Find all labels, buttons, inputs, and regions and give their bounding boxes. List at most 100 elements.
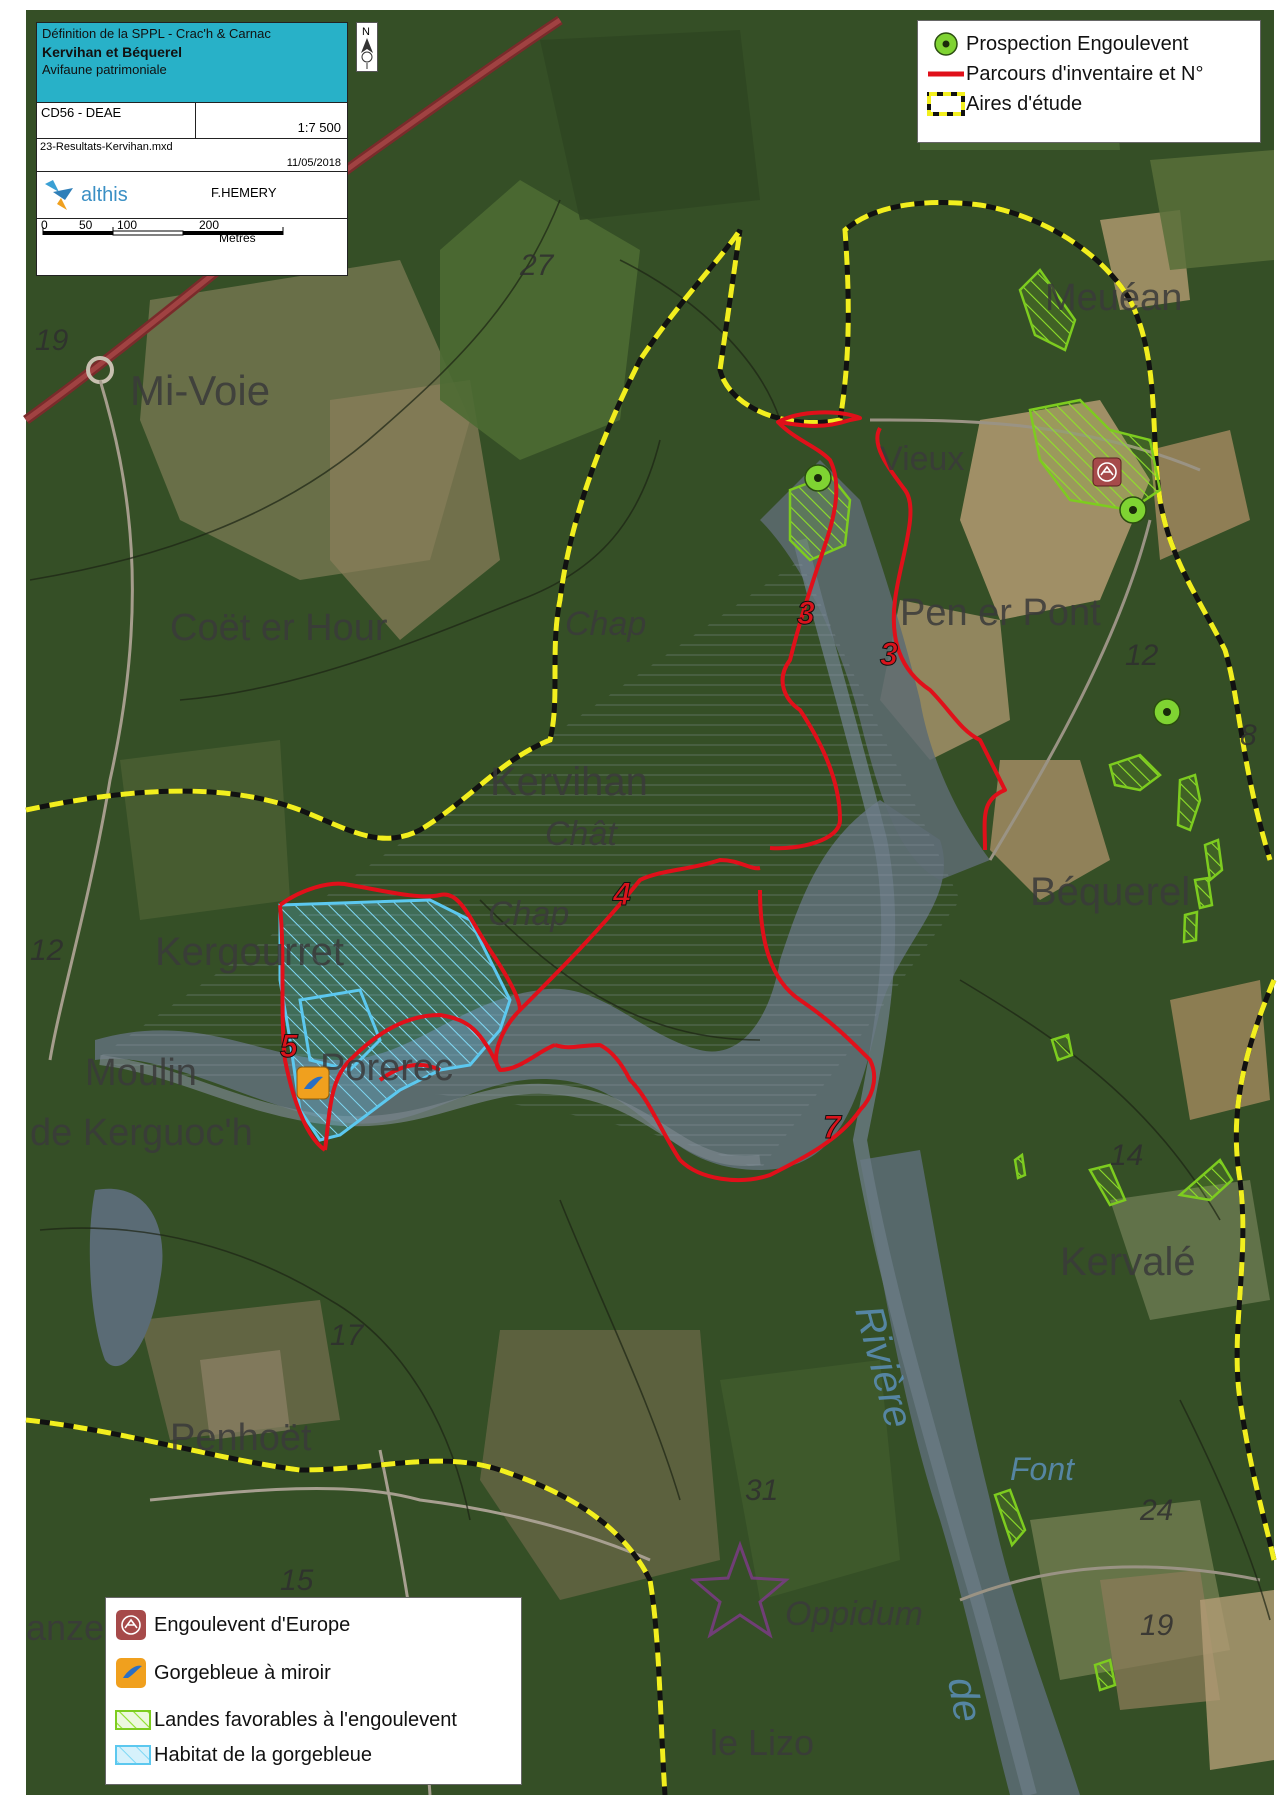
title-line-2: Kervihan et Béquerel <box>42 44 183 60</box>
legend-species: Engoulevent d'Europe Gorgebleue à miroir… <box>105 1597 522 1785</box>
prospection-point-icon <box>1153 698 1181 726</box>
yellow-dashed-box-icon <box>927 92 965 116</box>
place-kervale: Kervalé <box>1060 1240 1196 1284</box>
scale-unit: Mètres <box>219 231 256 245</box>
legend-item-habitat: Habitat de la gorgebleue <box>114 1740 372 1770</box>
place-kergourret: Kergourret <box>155 930 344 974</box>
route-label-5: 5 <box>280 1028 299 1064</box>
legend-label-gorgebleue: Gorgebleue à miroir <box>154 1661 331 1684</box>
sheet-num-17: 17 <box>330 1319 365 1352</box>
place-bequerel: Béquerel <box>1030 870 1190 914</box>
map-date: 11/05/2018 <box>286 157 341 169</box>
legend-item-engoulevent: Engoulevent d'Europe <box>114 1610 350 1640</box>
landes-favorables-areas <box>788 268 1234 1692</box>
legend-survey: Prospection Engoulevent Parcours d'inven… <box>917 20 1261 143</box>
place-de-kerguoch: de Kerguoc'h <box>30 1112 253 1154</box>
prospection-point-icon <box>804 464 832 492</box>
legend-label-aires: Aires d'étude <box>966 92 1083 115</box>
place-porerec: Porerec <box>320 1047 453 1089</box>
route-2 <box>875 426 1007 851</box>
scale-bar <box>42 227 284 236</box>
sheet-num-12-right: 12 <box>1125 639 1159 672</box>
place-chat: Chât <box>545 815 618 853</box>
place-de: de <box>939 1674 990 1725</box>
green-hatch-icon <box>115 1710 151 1730</box>
place-meuean: Meuéan <box>1045 277 1182 319</box>
svg-text:N: N <box>362 26 370 38</box>
logo-author-row: althis F.HEMERY <box>37 172 347 219</box>
sheet-num-27: 27 <box>519 249 555 282</box>
sheet-num-19-top: 19 <box>35 324 69 357</box>
route-5 <box>278 881 556 1152</box>
scale-ratio: 1:7 500 <box>297 120 341 135</box>
place-font: Font <box>1010 1451 1075 1487</box>
route-4 <box>518 858 761 1012</box>
legend-item-aires: Aires d'étude <box>926 89 1082 119</box>
place-coet-er-hour: Coët er Hour <box>170 607 388 649</box>
route-label-4: 4 <box>612 876 631 912</box>
red-line-icon <box>928 71 964 77</box>
title-line-1: Définition de la SPPL - Crac'h & Carnac <box>42 26 271 41</box>
north-arrow-icon: N <box>356 22 378 72</box>
route-number-labels: 3 3 4 5 7 <box>280 595 899 1146</box>
nightjar-icon <box>116 1610 146 1640</box>
legend-label-landes: Landes favorables à l'engoulevent <box>154 1708 457 1731</box>
place-chap-2: Chap <box>488 895 569 933</box>
althis-bird-logo-icon <box>45 180 73 210</box>
place-anze: anze <box>26 1607 104 1648</box>
sheet-num-12-left: 12 <box>30 934 64 967</box>
sheet-num-14: 14 <box>1110 1139 1143 1172</box>
prospection-point-icon <box>1119 496 1147 524</box>
author: F.HEMERY <box>211 185 277 200</box>
legend-item-landes: Landes favorables à l'engoulevent <box>114 1705 457 1735</box>
title-header: Définition de la SPPL - Crac'h & Carnac … <box>37 23 347 103</box>
althis-logo: althis <box>81 184 128 206</box>
contour-lines <box>29 199 1271 1621</box>
place-pen-er-pont: Pen er Pont <box>900 592 1101 634</box>
sheet-num-19-bottom: 19 <box>1140 1609 1174 1642</box>
green-dot-icon <box>934 32 958 56</box>
place-names: Mi-Voie Coët er Hour Kervihan Kergourret… <box>26 249 1257 1763</box>
place-moulin: Moulin <box>85 1052 197 1094</box>
place-penhoet: Penhoët <box>170 1417 312 1459</box>
route-3 <box>769 410 862 851</box>
legend-label-prospection: Prospection Engoulevent <box>966 32 1189 55</box>
route-label-3: 3 <box>797 595 815 631</box>
nightjar-observation-icon <box>1092 457 1122 487</box>
scale-tick-0: 0 <box>41 218 48 232</box>
place-chap-1: Chap <box>565 605 646 643</box>
legend-label-habitat: Habitat de la gorgebleue <box>154 1743 372 1766</box>
sheet-num-15: 15 <box>280 1564 314 1597</box>
legend-label-parcours: Parcours d'inventaire et N° <box>966 62 1204 85</box>
sheet-num-24: 24 <box>1139 1494 1173 1527</box>
org-scale-row: CD56 - DEAE 1:7 500 <box>37 103 347 139</box>
scale-tick-100: 100 <box>117 218 138 232</box>
legend-item-prospection: Prospection Engoulevent <box>926 29 1188 59</box>
bluethroat-observation-icon <box>296 1066 330 1100</box>
place-vieux: Vieux <box>880 440 964 478</box>
inventory-routes <box>278 410 1007 1182</box>
file-date-row: 23-Resultats-Kervihan.mxd 11/05/2018 <box>37 139 347 172</box>
blue-hatch-icon <box>115 1745 151 1765</box>
route-label-2: 3 <box>880 636 898 672</box>
legend-item-parcours: Parcours d'inventaire et N° <box>926 59 1203 89</box>
sheet-num-31: 31 <box>745 1474 778 1507</box>
route-7 <box>554 889 877 1182</box>
place-kervihan: Kervihan <box>490 760 648 804</box>
scale-bar-row: 0 50 100 200 Mètres <box>37 218 347 273</box>
route-label-7: 7 <box>823 1109 843 1145</box>
scale-tick-200: 200 <box>199 218 220 232</box>
scale-tick-50: 50 <box>79 218 93 232</box>
legend-label-engoulevent: Engoulevent d'Europe <box>154 1613 351 1636</box>
map-title-block: Définition de la SPPL - Crac'h & Carnac … <box>36 22 348 276</box>
place-mi-voie: Mi-Voie <box>130 367 270 414</box>
legend-item-gorgebleue: Gorgebleue à miroir <box>114 1658 331 1688</box>
sheet-num-8: 8 <box>1240 719 1257 752</box>
prospection-points <box>804 464 1181 726</box>
oppidum-star-icon <box>690 1540 790 1639</box>
title-line-3: Avifaune patrimoniale <box>42 62 167 77</box>
file-name: 23-Resultats-Kervihan.mxd <box>40 141 173 153</box>
bluethroat-icon <box>116 1658 146 1688</box>
place-le-lizo: le Lizo <box>710 1722 814 1763</box>
